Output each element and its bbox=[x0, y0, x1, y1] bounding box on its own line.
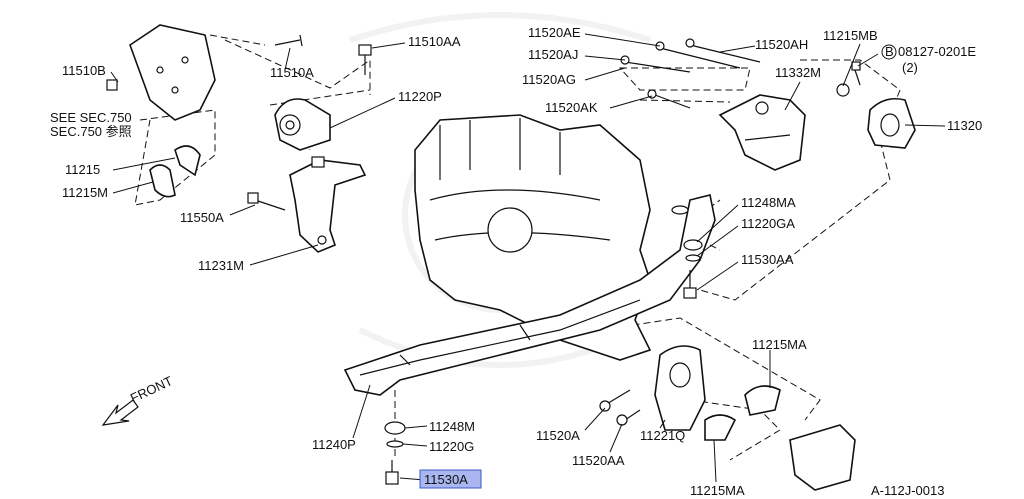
label-11248MA[interactable]: 11248MA bbox=[741, 195, 796, 210]
engine-block bbox=[414, 114, 652, 361]
label-11320[interactable]: 11320 bbox=[947, 118, 982, 133]
part-labels: 11510B 11510A 11510AA 11220P SEE SEC.750… bbox=[50, 25, 982, 498]
label-11550A[interactable]: 11550A bbox=[180, 210, 224, 225]
label-11510B[interactable]: 11510B bbox=[62, 63, 106, 78]
left-mount-insulator bbox=[274, 98, 331, 151]
label-11220G[interactable]: 11220G bbox=[429, 439, 474, 454]
label-11530AA[interactable]: 11530AA bbox=[741, 252, 794, 267]
label-11215MB[interactable]: 11215MB bbox=[823, 28, 878, 43]
label-11215MA-top[interactable]: 11215MA bbox=[752, 337, 807, 352]
label-11221Q[interactable]: 11221Q bbox=[640, 428, 685, 443]
label-11520AE[interactable]: 11520AE bbox=[528, 25, 581, 40]
see-section-label: SEE SEC.750 bbox=[50, 110, 132, 125]
front-label: FRONT bbox=[128, 373, 175, 406]
label-11520AA[interactable]: 11520AA bbox=[572, 453, 625, 468]
label-11220GA[interactable]: 11220GA bbox=[741, 216, 795, 231]
label-11215[interactable]: 11215 bbox=[65, 162, 100, 177]
label-11215M[interactable]: 11215M bbox=[62, 185, 108, 200]
label-11510A[interactable]: 11510A bbox=[270, 65, 314, 80]
label-11530A[interactable]: 11530A bbox=[424, 472, 468, 487]
label-11240P[interactable]: 11240P bbox=[312, 437, 356, 452]
label-11332M[interactable]: 11332M bbox=[775, 65, 821, 80]
diagram-reference-number: A-112J-0013 bbox=[871, 483, 944, 498]
left-body-bracket bbox=[129, 24, 216, 121]
label-11231M[interactable]: 11231M bbox=[198, 258, 244, 273]
label-11510AA[interactable]: 11510AA bbox=[408, 34, 461, 49]
left-mount-bracket bbox=[289, 156, 367, 253]
front-direction-arrow: FRONT bbox=[101, 373, 175, 426]
bolt-symbol-circle bbox=[881, 44, 897, 60]
right-mount-insulator bbox=[867, 97, 916, 149]
stopper-plate-11215 bbox=[149, 145, 201, 198]
label-11520AG[interactable]: 11520AG bbox=[522, 72, 576, 87]
bolt-symbol-letter: B bbox=[885, 44, 894, 59]
bolts bbox=[106, 34, 861, 485]
see-section-label-jp: SEC.750 参照 bbox=[50, 124, 132, 139]
label-11520AH[interactable]: 11520AH bbox=[755, 37, 808, 52]
label-08127-qty: (2) bbox=[902, 60, 918, 75]
label-11215MA-bottom[interactable]: 11215MA bbox=[690, 483, 745, 498]
label-11520AJ[interactable]: 11520AJ bbox=[528, 47, 578, 62]
right-mount-bracket bbox=[718, 94, 806, 171]
label-11520AK[interactable]: 11520AK bbox=[545, 100, 598, 115]
label-11248M[interactable]: 11248M bbox=[429, 419, 475, 434]
highlighted-part-box[interactable] bbox=[419, 469, 482, 489]
front-crossmember bbox=[343, 194, 716, 396]
label-11220P[interactable]: 11220P bbox=[398, 89, 442, 104]
rear-mount-bracket bbox=[654, 345, 706, 431]
leader-lines bbox=[110, 33, 946, 483]
rear-stopper-11215MA bbox=[704, 385, 856, 491]
label-11520A[interactable]: 11520A bbox=[536, 428, 580, 443]
label-08127-0201E[interactable]: 08127-0201E bbox=[898, 44, 976, 59]
